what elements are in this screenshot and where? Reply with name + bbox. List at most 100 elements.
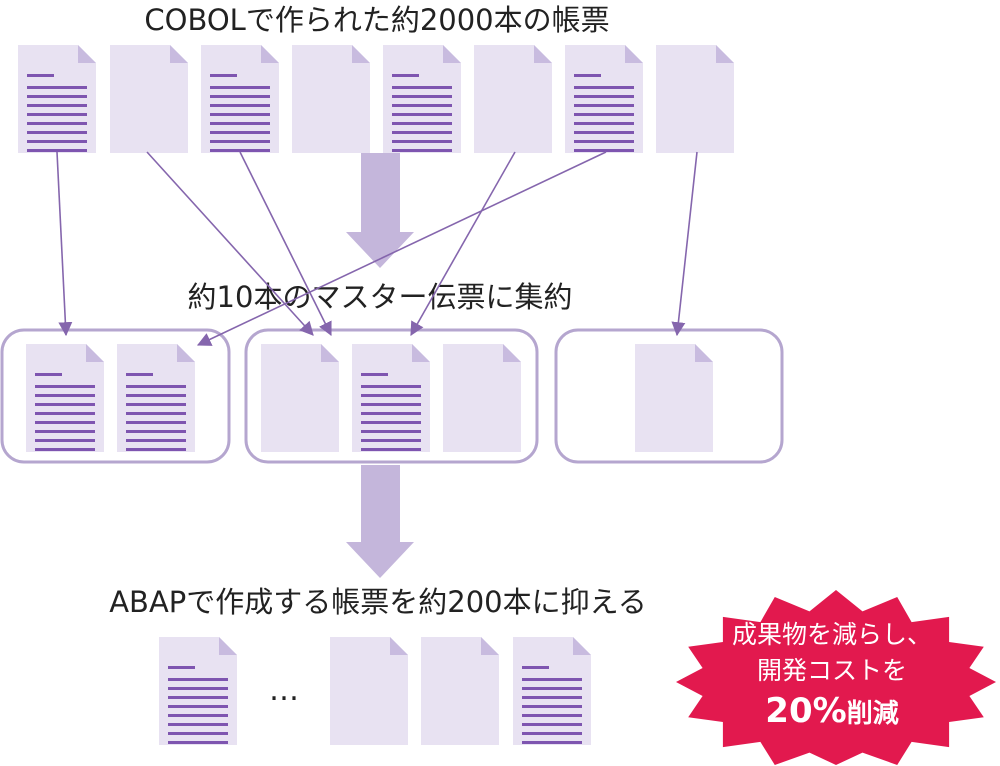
document-text-line: [27, 149, 87, 152]
document-text-line: [574, 104, 634, 107]
document-text-line: [574, 86, 634, 89]
document-icon: [656, 45, 734, 153]
document-text-line: [27, 95, 87, 98]
document-body: [565, 45, 643, 153]
title-bottom: ABAPで作成する帳票を約200本に抑える: [109, 585, 647, 619]
document-text-line: [361, 412, 421, 415]
document-body: [110, 45, 188, 153]
arrow-doc7-to-group1: [196, 151, 607, 346]
document-icon: [352, 344, 430, 452]
documents-layer: [18, 45, 734, 745]
document-text-line: [210, 140, 270, 143]
arrow-doc3-to-group2: [239, 151, 332, 337]
badge-line1: 成果物を減らし、: [732, 620, 932, 649]
document-text-line: [574, 95, 634, 98]
document-text-line: [210, 149, 270, 152]
document-text-line: [210, 113, 270, 116]
document-icon: [635, 344, 713, 452]
document-icon: [421, 637, 499, 745]
document-icon: [443, 344, 521, 452]
document-heading-line: [35, 373, 62, 376]
ellipsis-text: …: [269, 673, 299, 708]
document-text-line: [168, 723, 228, 726]
document-text-line: [35, 448, 95, 451]
document-heading-line: [361, 373, 388, 376]
group-box-2: [244, 328, 539, 464]
arrow-doc8-to-group3: [671, 151, 698, 337]
badge-suffix: 削減: [847, 699, 899, 729]
document-icon: [292, 45, 370, 153]
arrow-doc1-to-group1: [56, 151, 73, 337]
cost-reduction-badge: 成果物を減らし、 開発コストを 20%削減: [676, 590, 996, 765]
document-text-line: [126, 412, 186, 415]
document-icon: [18, 45, 96, 153]
document-body: [18, 45, 96, 153]
document-text-line: [210, 122, 270, 125]
document-icon: [159, 637, 237, 745]
document-text-line: [168, 687, 228, 690]
document-text-line: [392, 140, 452, 143]
document-text-line: [35, 412, 95, 415]
document-fold: [503, 344, 521, 362]
document-text-line: [27, 104, 87, 107]
document-heading-line: [522, 666, 549, 669]
arrow-doc6-to-group2: [410, 151, 516, 337]
document-heading-line: [210, 74, 237, 77]
document-text-line: [392, 122, 452, 125]
connector-arrows: [56, 151, 698, 346]
document-text-line: [522, 678, 582, 681]
document-heading-line: [126, 373, 153, 376]
document-text-line: [522, 732, 582, 735]
document-text-line: [574, 140, 634, 143]
document-text-line: [126, 421, 186, 424]
document-text-line: [27, 113, 87, 116]
document-body: [26, 344, 104, 452]
big-down-arrow-1: [346, 153, 414, 268]
document-fold: [78, 45, 96, 63]
document-text-line: [392, 131, 452, 134]
document-text-line: [168, 732, 228, 735]
document-icon: [513, 637, 591, 745]
document-text-line: [522, 741, 582, 744]
document-fold: [412, 344, 430, 362]
document-text-line: [168, 696, 228, 699]
document-text-line: [168, 678, 228, 681]
document-body: [383, 45, 461, 153]
document-fold: [390, 637, 408, 655]
badge-line2: 開発コストを: [757, 656, 907, 685]
document-body: [443, 344, 521, 452]
title-middle: 約10本のマスター伝票に集約: [188, 280, 573, 314]
document-text-line: [27, 131, 87, 134]
document-text-line: [392, 104, 452, 107]
document-icon: [201, 45, 279, 153]
document-text-line: [35, 430, 95, 433]
document-fold: [177, 344, 195, 362]
document-icon: [330, 637, 408, 745]
document-fold: [261, 45, 279, 63]
document-fold: [573, 637, 591, 655]
document-text-line: [361, 385, 421, 388]
document-icon: [474, 45, 552, 153]
document-text-line: [210, 131, 270, 134]
document-text-line: [522, 714, 582, 717]
document-text-line: [126, 394, 186, 397]
document-icon: [26, 344, 104, 452]
document-fold: [443, 45, 461, 63]
document-text-line: [35, 394, 95, 397]
document-text-line: [574, 149, 634, 152]
document-heading-line: [574, 74, 601, 77]
document-fold: [219, 637, 237, 655]
document-fold: [481, 637, 499, 655]
document-fold: [625, 45, 643, 63]
document-text-line: [392, 149, 452, 152]
document-body: [474, 45, 552, 153]
document-text-line: [27, 86, 87, 89]
document-fold: [695, 344, 713, 362]
badge-line3: 20%削減: [765, 691, 898, 731]
document-text-line: [168, 705, 228, 708]
document-text-line: [522, 705, 582, 708]
document-fold: [534, 45, 552, 63]
badge-number: 20%: [765, 691, 846, 731]
document-text-line: [35, 385, 95, 388]
